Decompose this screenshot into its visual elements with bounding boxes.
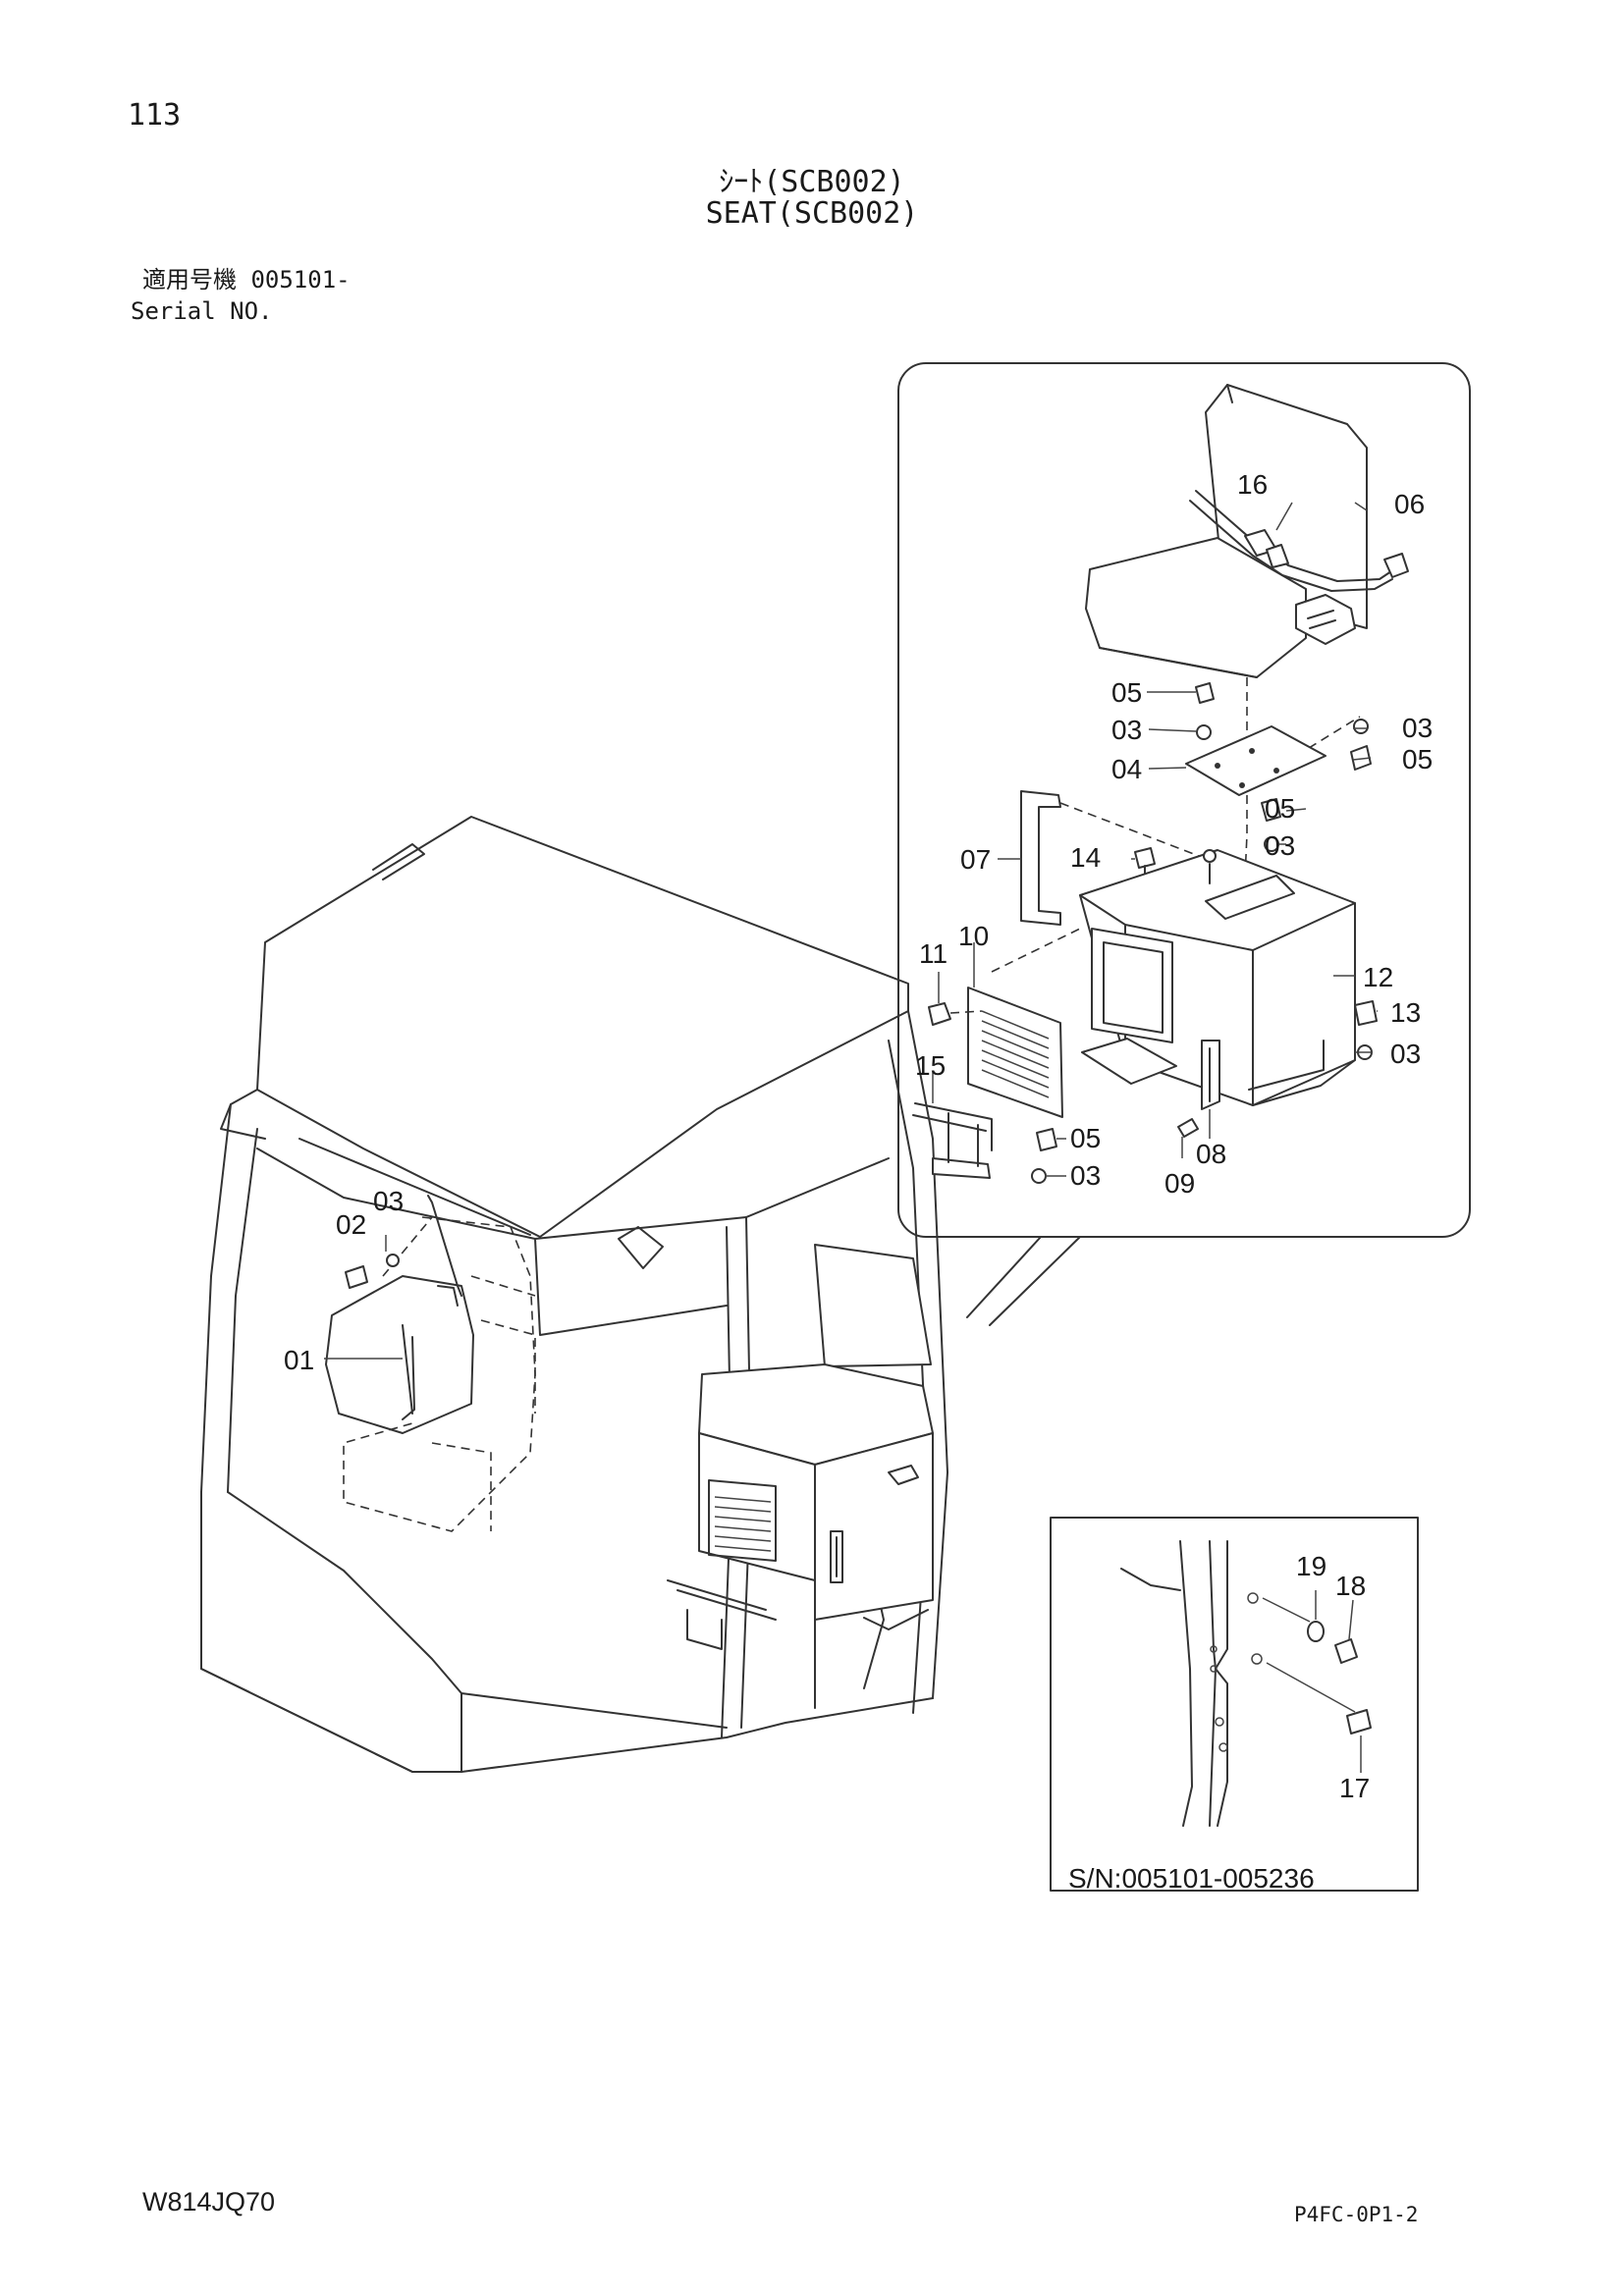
- callout-05-mid: 05: [1265, 793, 1296, 824]
- callout-05-bottom: 05: [1070, 1123, 1102, 1153]
- callout-04: 04: [1111, 754, 1143, 784]
- callout-02: 02: [336, 1209, 367, 1240]
- callout-03-plate-right: 03: [1402, 713, 1434, 743]
- title-japanese: ｼｰﾄ(SCB002): [719, 165, 905, 199]
- callout-16: 16: [1237, 469, 1269, 500]
- callout-09: 09: [1164, 1168, 1196, 1199]
- seat-detail-view: [897, 362, 1471, 1326]
- callout-05-plate-right: 05: [1402, 744, 1434, 774]
- callout-06: 06: [1394, 489, 1426, 519]
- title-english: SEAT(SCB002): [705, 196, 919, 231]
- callout-01: 01: [284, 1345, 315, 1375]
- page-code: P4FC-0P1-2: [1294, 2203, 1419, 2226]
- callout-11: 11: [919, 938, 948, 969]
- serial-range-label: S/N:005101-005236: [1068, 1863, 1315, 1894]
- callout-03-mid: 03: [1265, 830, 1296, 861]
- cab-overview: [200, 816, 948, 1773]
- callout-15: 15: [915, 1050, 947, 1081]
- callout-14: 14: [1070, 842, 1102, 873]
- callout-13: 13: [1390, 997, 1422, 1028]
- serial-inset-view: [1050, 1517, 1419, 1892]
- callout-03-top: 03: [1111, 715, 1143, 745]
- callout-19: 19: [1296, 1551, 1327, 1581]
- callout-18: 18: [1335, 1571, 1367, 1601]
- serial-label-english: Serial NO.: [131, 297, 273, 325]
- callout-10: 10: [958, 921, 990, 951]
- callout-08: 08: [1196, 1139, 1227, 1169]
- page-number: 113: [128, 98, 182, 133]
- callout-03-box-right: 03: [1390, 1039, 1422, 1069]
- callout-07: 07: [960, 844, 992, 875]
- document-code: W814JQ70: [142, 2187, 276, 2216]
- callout-03-bottom: 03: [1070, 1160, 1102, 1191]
- callout-05-top: 05: [1111, 677, 1143, 708]
- serial-label-japanese: 適用号機 005101-: [142, 266, 351, 294]
- callout-12: 12: [1363, 962, 1394, 992]
- callout-03-cab: 03: [373, 1186, 405, 1216]
- callout-17: 17: [1339, 1773, 1371, 1803]
